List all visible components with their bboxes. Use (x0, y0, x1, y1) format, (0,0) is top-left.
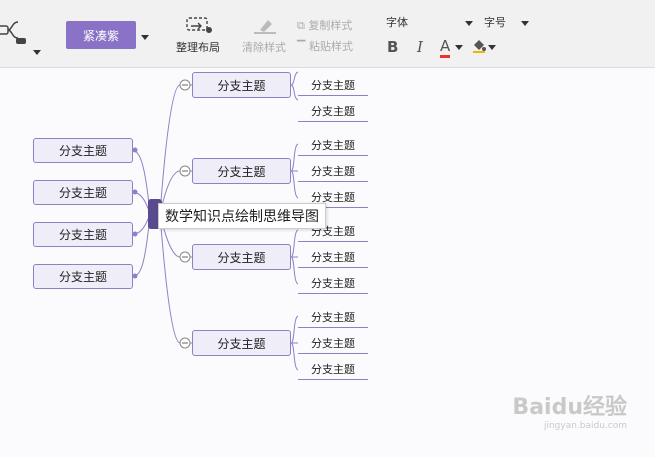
structure-icon[interactable] (0, 14, 30, 54)
watermark-url: jingyan.baidu.com (543, 421, 627, 431)
baidu-watermark: Baidu经验 jingyan.baidu.com (512, 389, 627, 431)
collapse-icon[interactable] (179, 251, 191, 263)
font-size-label: 字号 (484, 16, 506, 29)
right-branch-node[interactable]: 分支主题 (192, 158, 291, 184)
sub-topic[interactable]: 分支主题 (298, 186, 368, 208)
sub-topic[interactable]: 分支主题 (298, 246, 368, 268)
sub-topic[interactable]: 分支主题 (298, 272, 368, 294)
font-family-label: 字体 (386, 16, 408, 29)
left-branch-node[interactable]: 分支主题 (33, 180, 133, 205)
sub-topic[interactable]: 分支主题 (298, 74, 368, 96)
central-topic-editor[interactable]: 数学知识点绘制思维导图 (158, 203, 326, 229)
font-color-dropdown-icon[interactable] (455, 45, 463, 50)
right-branch-node[interactable]: 分支主题 (192, 72, 291, 98)
collapse-icon[interactable] (179, 79, 191, 91)
sub-topic[interactable]: 分支主题 (298, 160, 368, 182)
sub-topic[interactable]: 分支主题 (298, 332, 368, 354)
organize-layout-icon (186, 17, 212, 33)
font-family-dropdown-icon[interactable] (465, 21, 473, 26)
copy-style-button[interactable]: ⧉ 复制样式 (297, 17, 352, 33)
font-family-select[interactable]: 字体 (386, 14, 408, 30)
copy-style-icon: ⧉ (297, 19, 305, 32)
left-branch-node[interactable]: 分支主题 (33, 138, 133, 163)
paint-roller-icon: ▔ (297, 40, 306, 53)
clear-style-button[interactable]: 清除样式 (240, 16, 288, 55)
copy-style-label: 复制样式 (308, 19, 353, 32)
fill-color-dropdown-icon[interactable] (488, 45, 496, 50)
sub-topic[interactable]: 分支主题 (298, 358, 368, 380)
structure-dropdown-icon[interactable] (33, 50, 41, 55)
sub-topic[interactable]: 分支主题 (298, 100, 368, 122)
left-branch-node[interactable]: 分支主题 (33, 264, 133, 289)
toolbar: 紧凑紫 整理布局 清除样式 ⧉ 复制样式 ▔ 粘贴样式 字体 字号 B I A (0, 0, 655, 68)
font-color-button[interactable]: A (440, 37, 451, 58)
font-size-dropdown-icon[interactable] (521, 21, 529, 26)
font-color-label: A (440, 37, 451, 58)
sub-topic[interactable]: 分支主题 (298, 134, 368, 156)
mindmap-canvas[interactable]: 分支主题 分支主题 分支主题 分支主题 分支主题 分支主题 分支主题 分支主题 … (0, 68, 655, 457)
sub-topic[interactable]: 分支主题 (298, 306, 368, 328)
theme-dropdown-icon[interactable] (141, 35, 149, 40)
watermark-brand: Baidu经验 (512, 395, 627, 420)
fill-color-button[interactable] (471, 37, 487, 57)
collapse-icon[interactable] (179, 165, 191, 177)
left-branch-node[interactable]: 分支主题 (33, 222, 133, 247)
italic-button[interactable]: I (417, 38, 423, 56)
theme-button[interactable]: 紧凑紫 (66, 21, 136, 49)
paint-bucket-icon (473, 40, 486, 53)
font-size-select[interactable]: 字号 (484, 14, 506, 30)
paste-style-label: 粘贴样式 (308, 40, 353, 53)
organize-layout-label: 整理布局 (176, 41, 220, 54)
eraser-icon (254, 20, 276, 34)
paste-style-button[interactable]: ▔ 粘贴样式 (297, 38, 353, 54)
clear-style-label: 清除样式 (242, 41, 286, 54)
right-branch-node[interactable]: 分支主题 (192, 330, 291, 356)
organize-layout-button[interactable]: 整理布局 (173, 16, 223, 55)
collapse-icon[interactable] (179, 337, 191, 349)
bold-button[interactable]: B (387, 38, 399, 56)
right-branch-node[interactable]: 分支主题 (192, 244, 291, 270)
